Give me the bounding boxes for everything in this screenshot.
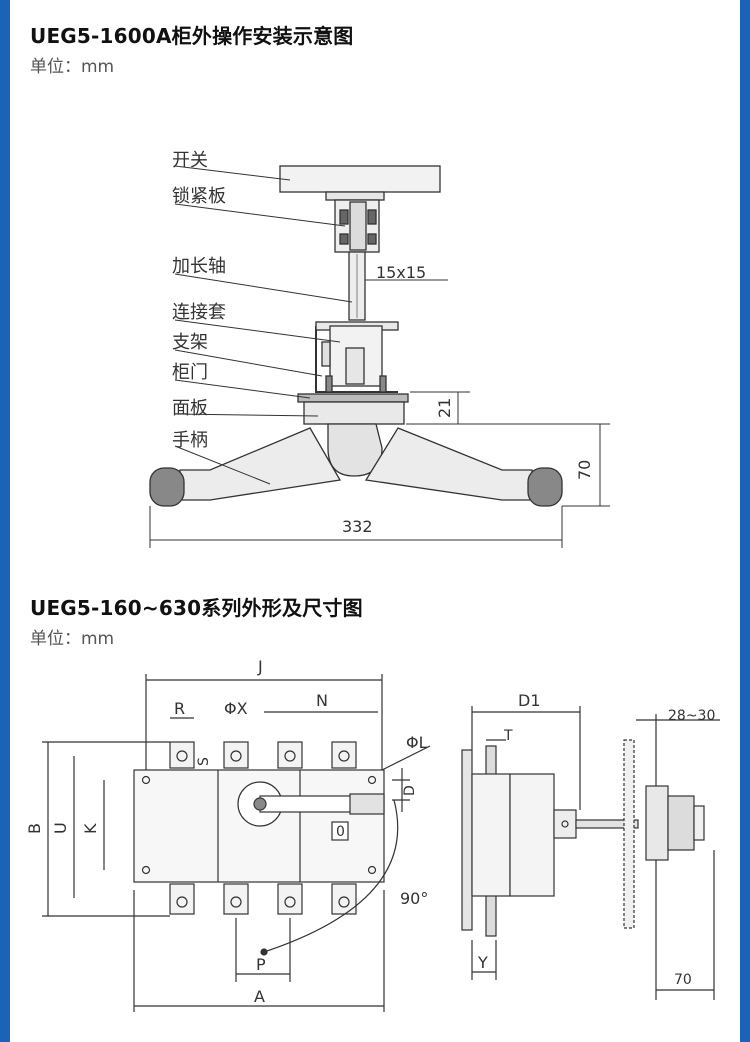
dim-shaft-size: 15x15 (376, 263, 426, 282)
handle-arm-right (364, 427, 533, 501)
label-cabinet-door: 柜门 (172, 362, 208, 383)
dim-21: 21 (435, 398, 454, 418)
indicator-window-mark: 0 (336, 824, 345, 840)
cabinet-door (297, 393, 409, 403)
dim-A: A (254, 987, 265, 1006)
dim-angle: 90° (400, 889, 428, 908)
handle-grip-left (149, 467, 185, 507)
page: UEG5-1600A柜外操作安装示意图 单位：mm (10, 0, 740, 1042)
label-bracket: 支架 (172, 332, 208, 353)
dim-T: T (503, 728, 513, 744)
dim-S: S (196, 757, 212, 766)
dim-X: ΦX (224, 699, 248, 718)
unit-label-outline: 单位：mm (30, 629, 115, 649)
label-switch: 开关 (172, 150, 208, 171)
label-handle: 手柄 (172, 430, 208, 451)
dim-N: N (316, 691, 328, 710)
label-lock-plate: 锁紧板 (172, 186, 226, 207)
dim-Y: Y (477, 953, 488, 972)
dim-R: R (174, 699, 185, 718)
label-panel: 面板 (172, 398, 208, 419)
panel (303, 401, 405, 425)
unit-label-install: 单位：mm (30, 57, 115, 77)
dim-K: K (81, 823, 100, 834)
switch-plate (279, 165, 441, 193)
dim-L: ΦL (406, 733, 428, 752)
dim-D1: D1 (518, 691, 541, 710)
dim-B: B (25, 823, 44, 834)
dim-P: P (256, 955, 266, 974)
section-title-outline: UEG5-160~630系列外形及尺寸图 (30, 596, 363, 620)
installation-diagram: 开关 锁紧板 加长轴 连接套 支架 柜门 面板 手柄 15x15 21 70 3… (149, 150, 610, 548)
dim-332: 332 (342, 517, 373, 536)
handle-grip-right (527, 467, 563, 507)
dim-U: U (51, 822, 70, 834)
dim-70-outline: 70 (674, 972, 692, 988)
section-title-install: UEG5-1600A柜外操作安装示意图 (30, 24, 354, 48)
label-extension-shaft: 加长轴 (172, 256, 226, 277)
label-coupling-sleeve: 连接套 (172, 302, 226, 323)
dim-range: 28~30 (668, 708, 715, 724)
dim-70-install: 70 (575, 460, 594, 480)
dim-D: D (402, 785, 418, 796)
outline-diagram: J R ΦX N ΦL S D B U K 90° P A 0 D1 T 28~… (25, 657, 720, 1012)
dim-J: J (257, 657, 263, 676)
